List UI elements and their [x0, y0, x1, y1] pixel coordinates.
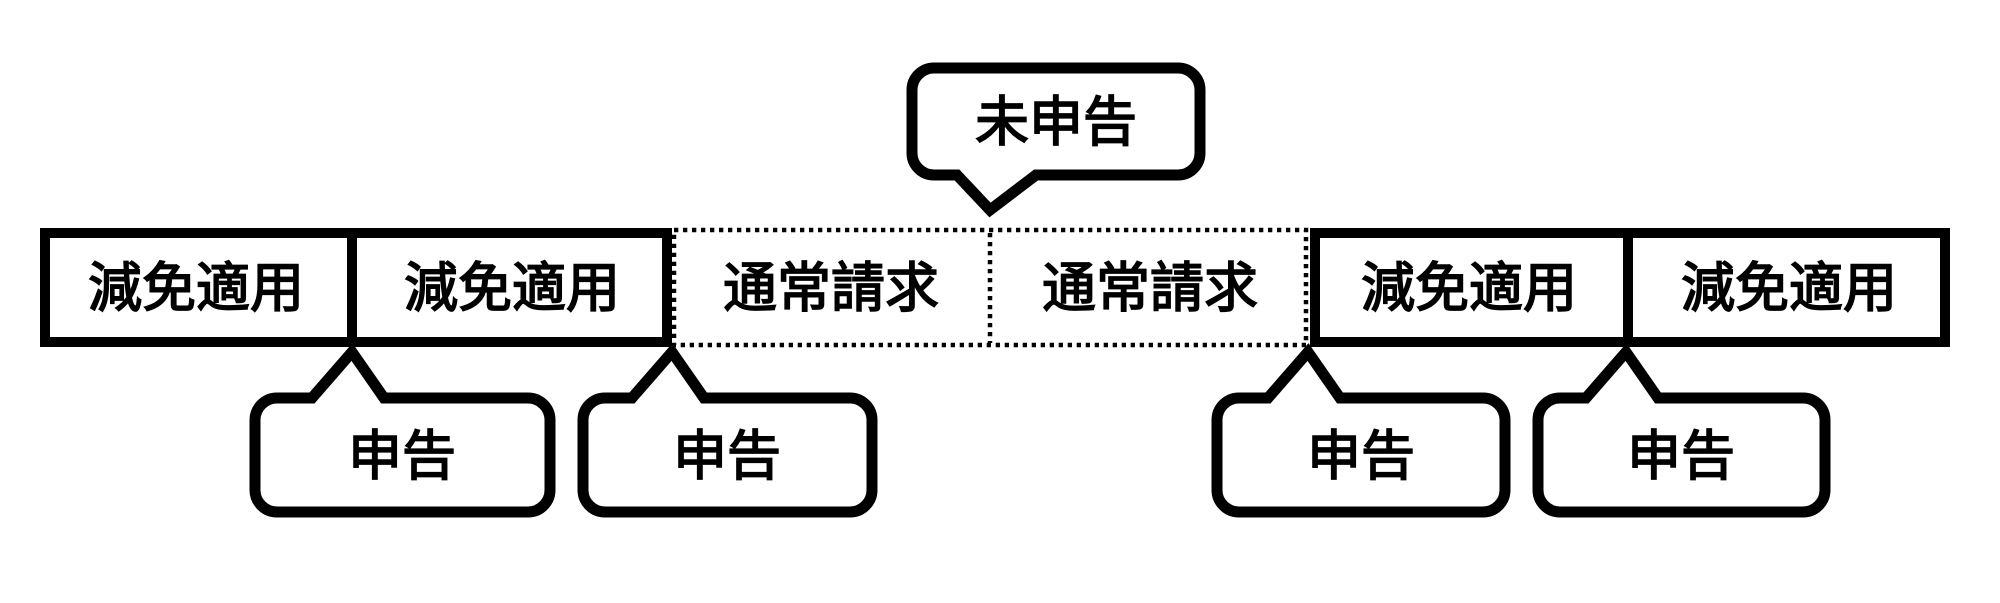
cell-label-reduction-4: 減免適用 [1681, 257, 1897, 320]
callout-declaration-1-label: 申告 [348, 425, 456, 488]
cell-label-normal-billing-1: 通常請求 [723, 257, 939, 320]
cell-label-reduction-1: 減免適用 [88, 257, 304, 320]
period-row: 減免適用 減免適用 通常請求 通常請求 減免適用 減免適用 [40, 227, 1950, 348]
callout-declaration-2: 申告 [577, 343, 878, 518]
callout-declaration-4-bubble [1532, 343, 1831, 518]
callout-declaration-1: 申告 [249, 343, 556, 518]
cell-label-reduction-2: 減免適用 [404, 257, 620, 320]
callout-declaration-2-bubble [577, 343, 878, 518]
cell-label-normal-billing-2: 通常請求 [1042, 257, 1258, 320]
callout-declaration-1-bubble [249, 343, 556, 518]
callout-undeclared-bubble [906, 62, 1206, 218]
callout-declaration-4: 申告 [1532, 343, 1831, 518]
callout-declaration-2-label: 申告 [673, 425, 781, 488]
callout-undeclared: 未申告 [906, 62, 1206, 218]
callout-declaration-3: 申告 [1211, 343, 1511, 518]
callout-undeclared-label: 未申告 [975, 91, 1137, 154]
callout-declaration-4-label: 申告 [1627, 425, 1735, 488]
cell-label-reduction-3: 減免適用 [1361, 257, 1577, 320]
callout-declaration-3-label: 申告 [1307, 425, 1415, 488]
callout-declaration-3-bubble [1211, 343, 1511, 518]
